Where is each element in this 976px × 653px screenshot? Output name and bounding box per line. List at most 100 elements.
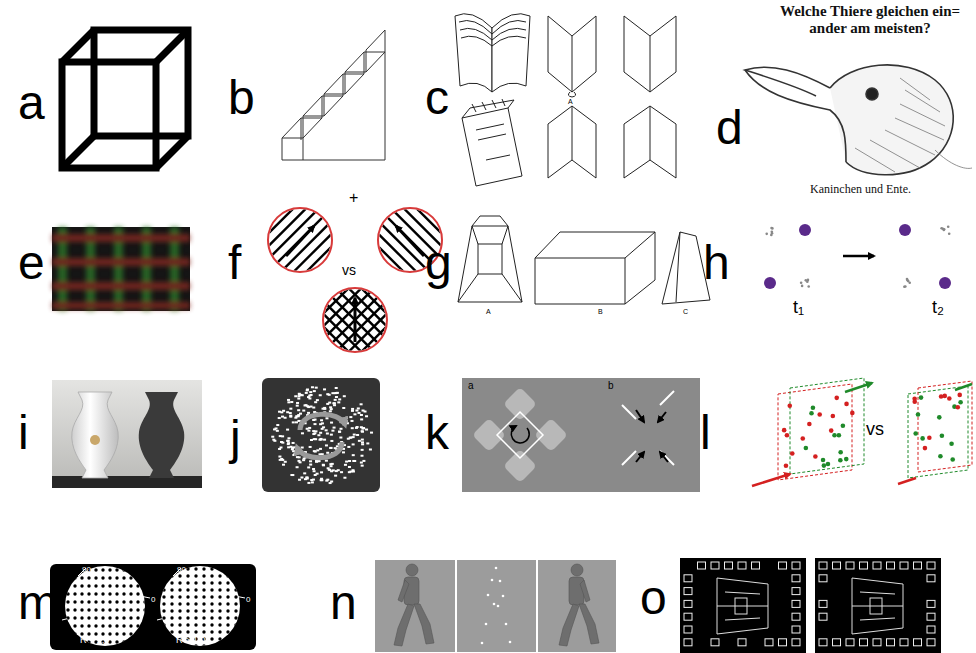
lattice-dot: [218, 602, 221, 605]
sphere-dot: [289, 415, 292, 417]
lattice-dot: [59, 608, 62, 611]
sphere-dot: [290, 401, 293, 403]
lattice-dot: [154, 616, 157, 619]
lattice-dot: [170, 616, 173, 619]
lattice-dot: [73, 592, 76, 595]
lattice-dot: [66, 568, 69, 571]
sphere-dot: [309, 460, 312, 462]
lattice-dot: [136, 616, 139, 619]
lattice-dot: [210, 616, 213, 619]
sphere-dot: [320, 479, 323, 481]
lattice-dot: [122, 632, 125, 635]
lattice-dot: [162, 588, 165, 591]
square-border-figures: [680, 558, 941, 653]
border-square: [927, 562, 935, 569]
sphere-dot: [333, 427, 336, 429]
panel-letter: g: [425, 239, 452, 287]
border-square: [873, 639, 881, 646]
surface-dot: [949, 441, 954, 446]
ambiguous-solids: [458, 216, 710, 304]
lattice-dot: [202, 630, 205, 633]
lattice-dot: [202, 581, 205, 584]
sphere-dot: [298, 479, 301, 481]
border-square: [819, 562, 827, 569]
sphere-dot: [330, 480, 333, 482]
lattice-dot: [115, 568, 118, 571]
sphere-dot: [361, 439, 364, 441]
surface-dot: [844, 402, 849, 407]
lattice-dot: [108, 584, 111, 587]
sphere-dot: [352, 436, 355, 438]
border-square: [684, 613, 692, 620]
lattice-dot: [162, 644, 165, 647]
lattice-dot: [115, 584, 118, 587]
figure-label: B: [598, 308, 603, 315]
border-square: [792, 562, 800, 569]
figure-label: C: [683, 308, 688, 315]
lattice-dot: [122, 640, 125, 643]
border-square: [819, 575, 827, 582]
panel-letter: b: [228, 74, 255, 122]
lattice-dot: [80, 608, 83, 611]
figure-label: +: [349, 190, 358, 206]
lattice-dot: [178, 574, 181, 577]
lattice-dot: [234, 581, 237, 584]
lattice-dot: [129, 608, 132, 611]
lattice-dot: [186, 616, 189, 619]
lattice-dot: [242, 560, 245, 563]
lattice-dot: [108, 616, 111, 619]
surface-dot: [844, 457, 849, 462]
lattice-dot: [234, 560, 237, 563]
surface-dot: [826, 462, 831, 467]
sphere-dot: [351, 408, 354, 410]
lattice-dot: [115, 592, 118, 595]
motion-arrow: [396, 226, 424, 256]
sphere-dot: [338, 431, 341, 433]
grey-dot: [904, 285, 907, 288]
lattice-dot: [73, 608, 76, 611]
lattice-dot: [226, 560, 229, 563]
ambiguous-books: [455, 14, 676, 186]
sphere-dot: [321, 428, 324, 430]
lattice-dot: [218, 560, 221, 563]
lattice-dot: [122, 560, 125, 563]
lattice-dot: [202, 616, 205, 619]
panel-letter: o: [640, 574, 667, 622]
sphere-dot: [326, 452, 329, 454]
sphere-dot: [361, 443, 364, 445]
sphere-dot: [276, 430, 279, 432]
lattice-dot: [202, 609, 205, 612]
sphere-dot: [352, 454, 355, 456]
grey-dot: [906, 278, 909, 281]
lattice-dot: [129, 632, 132, 635]
sphere-dot: [313, 390, 316, 392]
surface-dot: [817, 412, 822, 417]
sphere-dot: [345, 417, 348, 419]
sphere-dot: [286, 411, 289, 413]
lattice-dot: [73, 568, 76, 571]
sphere-dot: [286, 429, 289, 431]
lattice-dot: [186, 595, 189, 598]
lattice-dot: [170, 637, 173, 640]
sphere-dot: [311, 481, 314, 483]
sphere-dot: [328, 394, 331, 396]
sphere-dot: [313, 432, 316, 434]
lattice-dot: [154, 644, 157, 647]
border-square: [914, 562, 922, 569]
lattice-dot: [66, 608, 69, 611]
rotation-arrow: [300, 414, 345, 430]
lattice-dot: [108, 600, 111, 603]
lattice-dot: [234, 574, 237, 577]
lattice-dot: [122, 648, 125, 651]
sphere-dot: [313, 450, 316, 452]
plaid-circles: [246, 186, 463, 373]
sphere-dot: [310, 394, 313, 396]
lattice-dot: [94, 600, 97, 603]
lattice-dot: [122, 600, 125, 603]
lattice-dot: [186, 602, 189, 605]
lattice-dot: [202, 595, 205, 598]
figure-label: Welche Thiere gleichen ein= ander am mei…: [770, 3, 970, 38]
sphere-dot: [309, 391, 312, 393]
grey-dot: [943, 228, 946, 231]
sphere-dot: [306, 428, 309, 430]
